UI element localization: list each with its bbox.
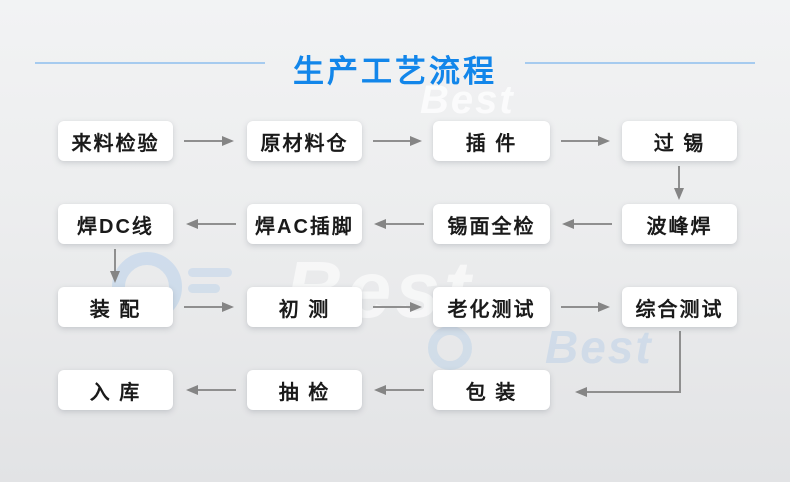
flow-step-initial-test: 初 测 <box>247 287 362 327</box>
flow-step-raw-material-warehouse: 原材料仓 <box>247 121 362 161</box>
title-divider-left <box>35 62 265 64</box>
flow-step-assembly: 装 配 <box>58 287 173 327</box>
flow-step-packaging: 包 装 <box>433 370 550 410</box>
flow-step-component-insertion: 插 件 <box>433 121 550 161</box>
flow-step-sampling-inspection: 抽 检 <box>247 370 362 410</box>
flow-step-comprehensive-test: 综合测试 <box>622 287 737 327</box>
flow-step-solder-dc-wire: 焊DC线 <box>58 204 173 244</box>
flow-step-warehousing: 入 库 <box>58 370 173 410</box>
flow-step-solder-ac-pins: 焊AC插脚 <box>247 204 362 244</box>
flow-step-aging-test: 老化测试 <box>433 287 550 327</box>
elbow-connector-icon <box>575 331 681 397</box>
header: 生产工艺流程 <box>0 46 790 89</box>
flow-step-incoming-inspection: 来料检验 <box>58 121 173 161</box>
title-divider-right <box>525 62 755 64</box>
flow-step-tinning: 过 锡 <box>622 121 737 161</box>
flow-step-solder-surface-full-inspection: 锡面全检 <box>433 204 550 244</box>
flow-step-wave-soldering: 波峰焊 <box>622 204 737 244</box>
page-title: 生产工艺流程 <box>293 54 497 89</box>
